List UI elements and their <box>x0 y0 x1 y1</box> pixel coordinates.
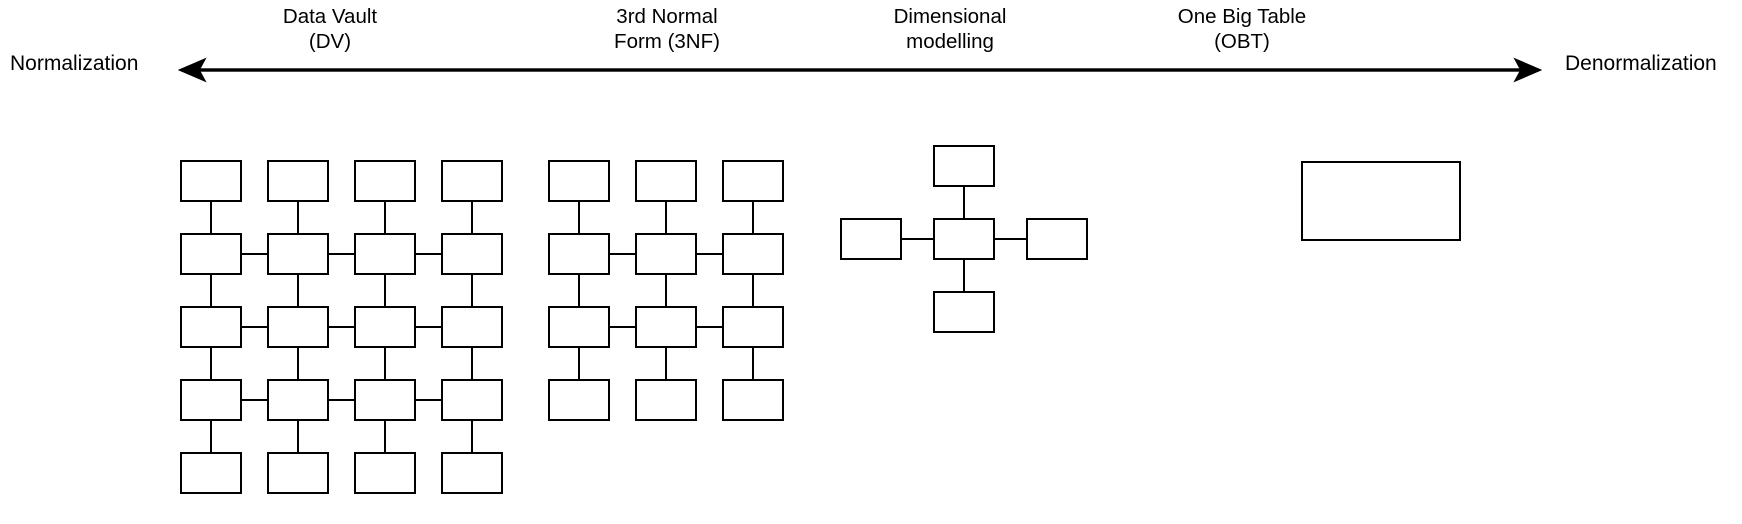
node-link-vertical <box>751 348 755 379</box>
column-header-one-big-table: One Big Table (OBT) <box>1092 4 1392 54</box>
table-node <box>441 306 503 348</box>
node-link-vertical <box>470 421 474 452</box>
node-link-horizontal <box>416 325 441 329</box>
table-node <box>267 160 329 202</box>
node-link-vertical <box>383 275 387 306</box>
node-link-vertical <box>209 275 213 306</box>
node-link-vertical <box>664 202 668 233</box>
denormalization-label: Denormalization <box>1565 52 1717 75</box>
node-link-vertical <box>577 202 581 233</box>
table-node <box>722 160 784 202</box>
table-node <box>722 379 784 421</box>
node-link-vertical <box>470 202 474 233</box>
node-link-horizontal <box>329 325 354 329</box>
node-link-horizontal <box>242 398 267 402</box>
node-link-vertical <box>470 275 474 306</box>
column-header-third-normal-form: 3rd Normal Form (3NF) <box>517 4 817 54</box>
table-node <box>548 233 610 275</box>
table-node <box>635 306 697 348</box>
node-link-vertical <box>383 202 387 233</box>
dimension-table-top <box>933 145 995 187</box>
node-link-horizontal <box>329 398 354 402</box>
node-link-horizontal <box>242 325 267 329</box>
table-node <box>354 306 416 348</box>
table-node <box>180 379 242 421</box>
one-big-table-node <box>1301 161 1461 241</box>
table-node <box>441 379 503 421</box>
table-node <box>354 233 416 275</box>
dimension-table-left <box>840 218 902 260</box>
table-node <box>722 306 784 348</box>
node-link-vertical <box>209 348 213 379</box>
node-link-vertical <box>383 348 387 379</box>
dimension-table-right <box>1026 218 1088 260</box>
table-node <box>180 452 242 494</box>
node-link-vertical <box>209 421 213 452</box>
table-node <box>548 379 610 421</box>
header-line-1: Dimensional <box>893 5 1007 28</box>
table-node <box>180 306 242 348</box>
node-link-vertical <box>962 260 966 291</box>
table-node <box>267 306 329 348</box>
header-line-2: Form (3NF) <box>614 30 720 53</box>
node-link-vertical <box>962 187 966 218</box>
table-node <box>548 306 610 348</box>
table-node <box>441 233 503 275</box>
node-link-vertical <box>296 275 300 306</box>
table-node <box>354 379 416 421</box>
node-link-vertical <box>577 275 581 306</box>
node-link-vertical <box>664 348 668 379</box>
node-link-horizontal <box>329 252 354 256</box>
node-link-horizontal <box>416 398 441 402</box>
node-link-horizontal <box>610 325 635 329</box>
node-link-vertical <box>577 348 581 379</box>
fact-table-center <box>933 218 995 260</box>
node-link-vertical <box>296 421 300 452</box>
table-node <box>722 233 784 275</box>
node-link-horizontal <box>416 252 441 256</box>
column-header-data-vault: Data Vault (DV) <box>180 4 480 54</box>
table-node <box>180 233 242 275</box>
header-line-2: modelling <box>906 30 994 53</box>
table-node <box>441 452 503 494</box>
header-line-1: One Big Table <box>1177 5 1307 28</box>
node-link-vertical <box>296 348 300 379</box>
node-link-vertical <box>209 202 213 233</box>
header-line-1: 3rd Normal <box>616 5 718 28</box>
table-node <box>441 160 503 202</box>
table-node <box>635 233 697 275</box>
column-header-dimensional-modelling: Dimensional modelling <box>800 4 1100 54</box>
table-node <box>267 379 329 421</box>
table-node <box>180 160 242 202</box>
table-node <box>267 233 329 275</box>
node-link-vertical <box>296 202 300 233</box>
node-link-horizontal <box>902 237 933 241</box>
table-node <box>267 452 329 494</box>
node-link-horizontal <box>995 237 1026 241</box>
node-link-vertical <box>383 421 387 452</box>
dimension-table-bottom <box>933 291 995 333</box>
header-line-2: (OBT) <box>1214 30 1270 53</box>
node-link-vertical <box>751 202 755 233</box>
node-link-horizontal <box>697 252 722 256</box>
node-link-vertical <box>751 275 755 306</box>
table-node <box>354 452 416 494</box>
table-node <box>635 160 697 202</box>
header-line-1: Data Vault <box>282 5 378 28</box>
normalization-label: Normalization <box>10 52 139 75</box>
table-node <box>354 160 416 202</box>
node-link-horizontal <box>610 252 635 256</box>
table-node <box>635 379 697 421</box>
node-link-horizontal <box>697 325 722 329</box>
node-link-vertical <box>470 348 474 379</box>
node-link-horizontal <box>242 252 267 256</box>
header-line-2: (DV) <box>308 30 352 53</box>
node-link-vertical <box>664 275 668 306</box>
table-node <box>548 160 610 202</box>
